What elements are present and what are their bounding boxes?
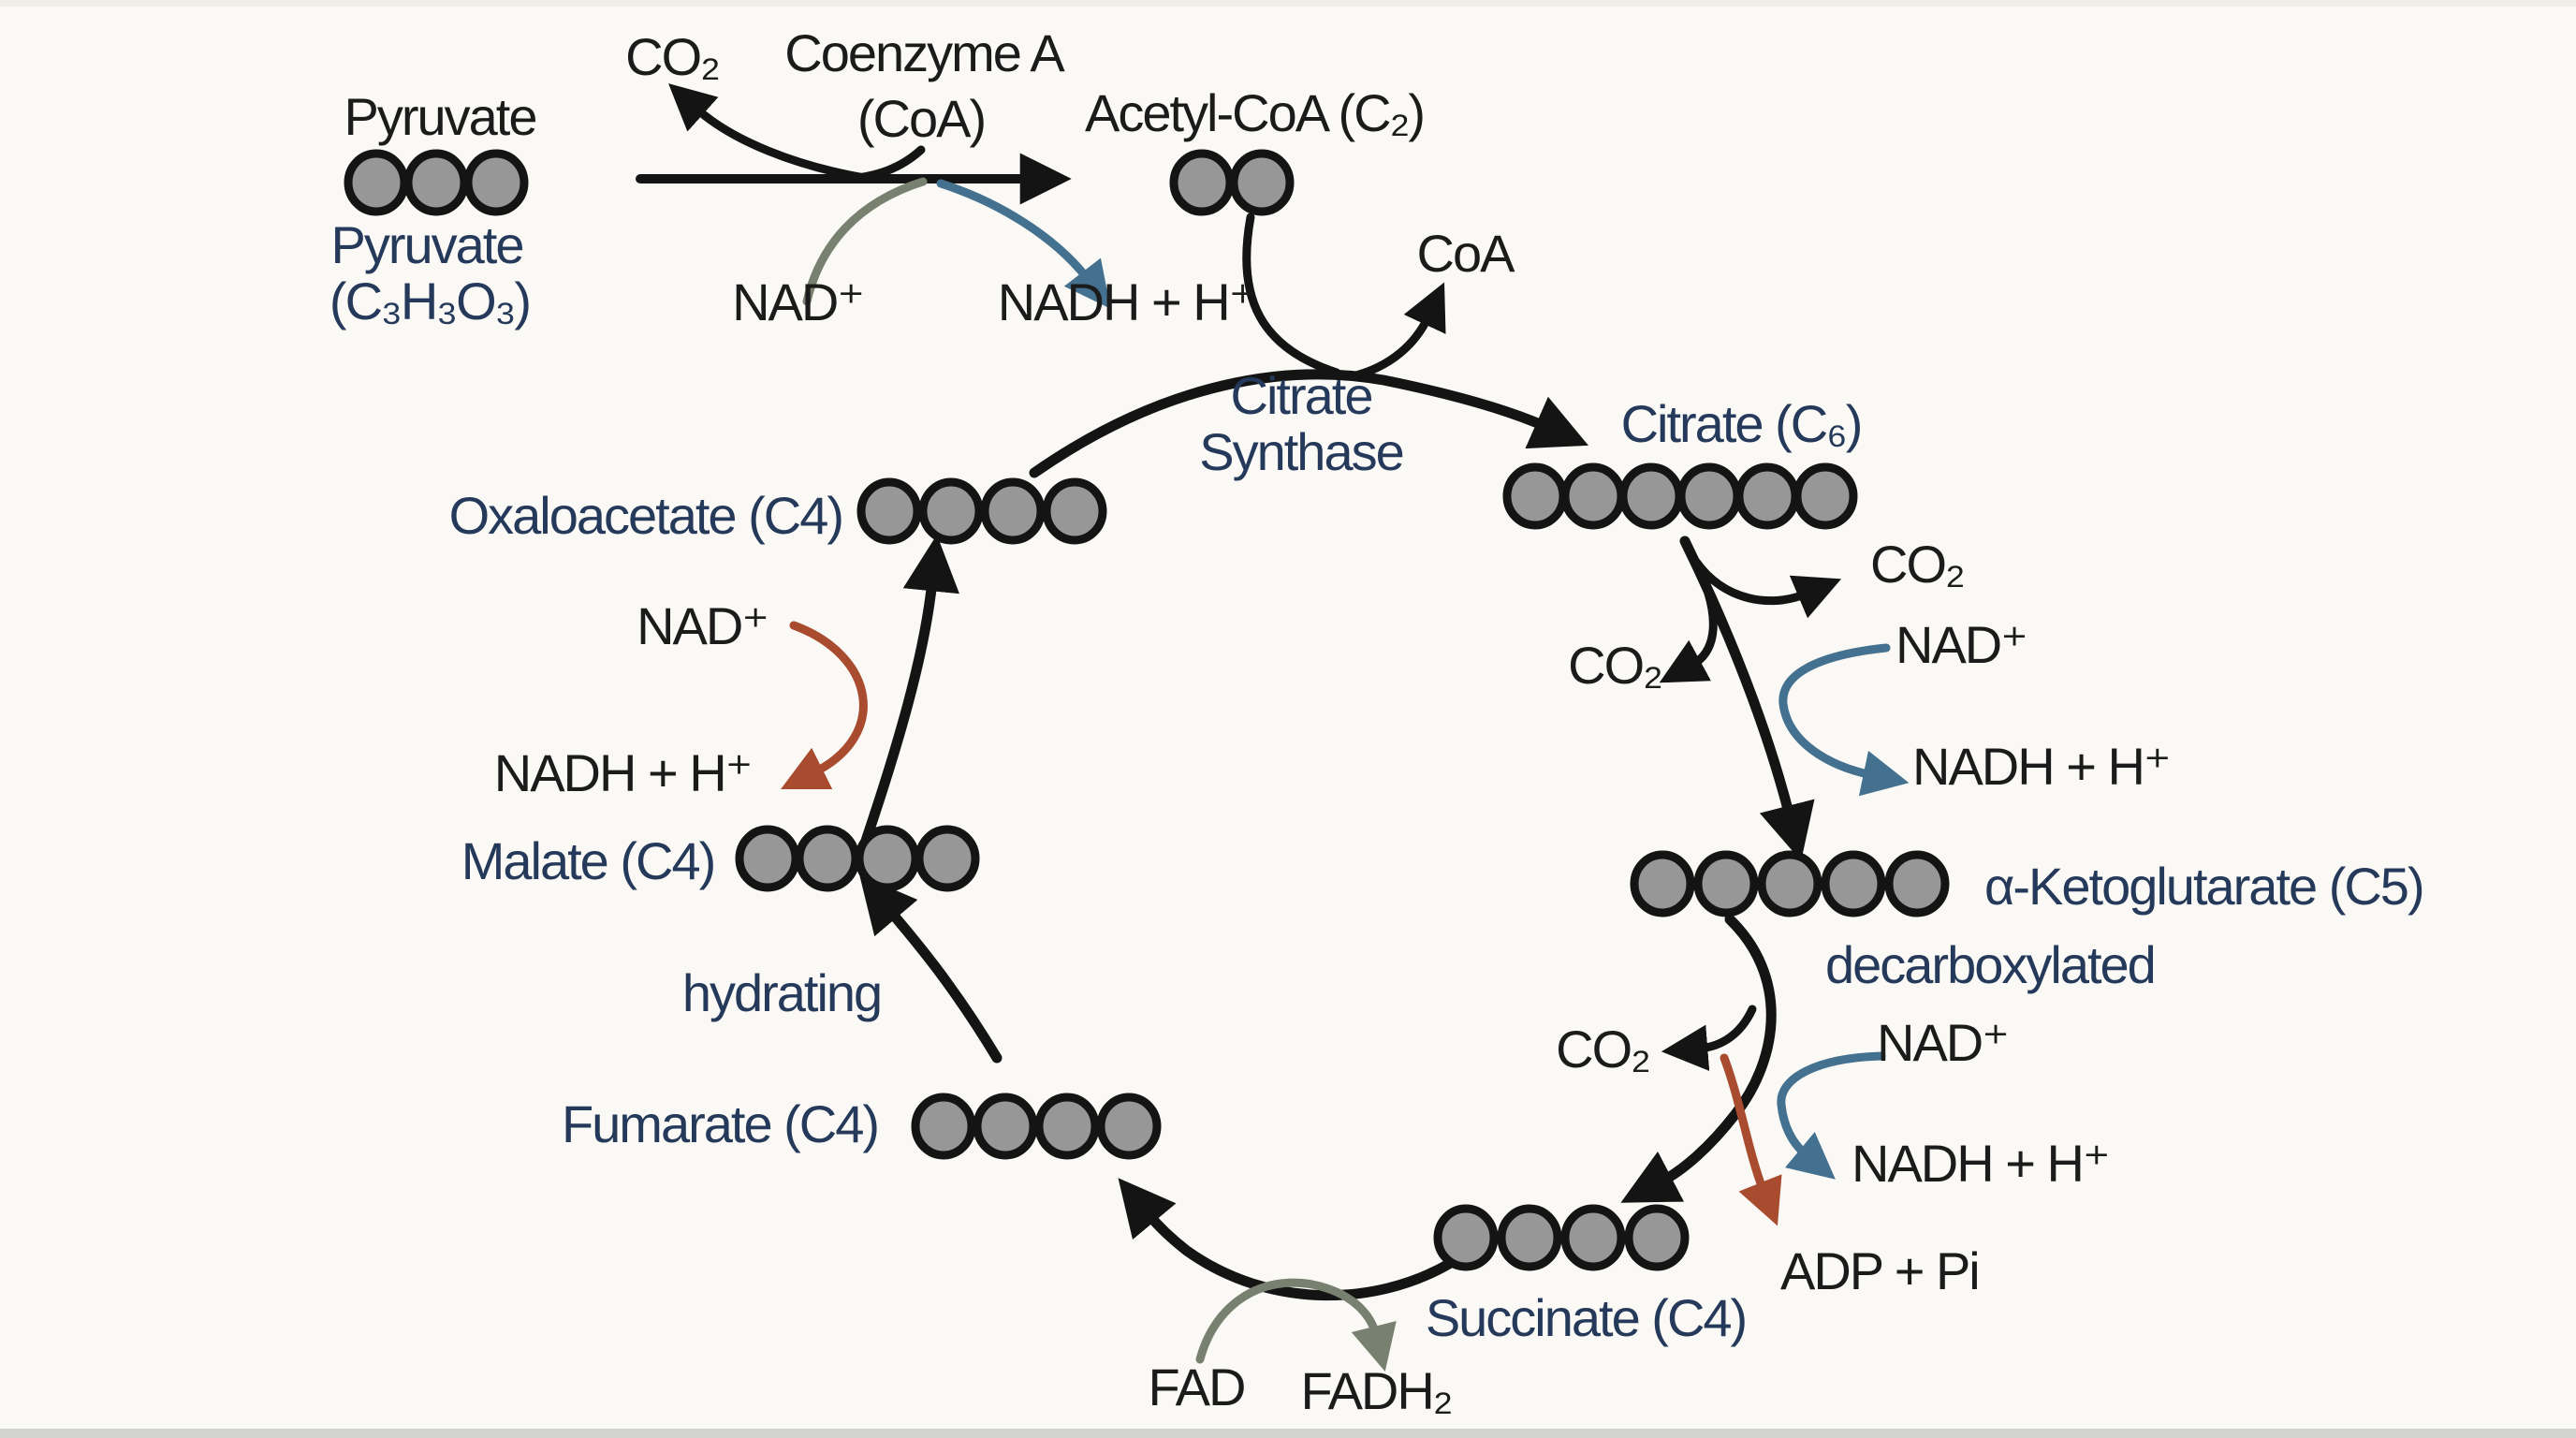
nadh-label-malate-step: NADH + H⁺ [494,743,752,802]
fumarate-carbons [911,1093,1162,1160]
arrow-adp-pi [1720,1053,1782,1226]
fumarate-label: Fumarate (C4) [562,1094,878,1153]
citrate-synthase-line1: Citrate [1231,366,1372,425]
adp-pi-label: ADP + Pi [1780,1241,1979,1300]
oxaloacetate-label: Oxaloacetate (C4) [449,486,842,545]
cycle-arrows [636,83,1842,1301]
arrow-nad-nadh-ketoglutarate-step [1777,1051,1886,1180]
arrow-ketoglutarate-to-succinate [1620,914,1777,1203]
pyruvate-name: Pyruvate [331,215,523,274]
arrow-fumarate-to-malate [859,874,1003,1064]
arrow-co2-right [1691,557,1842,619]
pyruvate-carbons [344,149,529,216]
co2-label-left: CO₂ [1568,636,1661,695]
succinate-label: Succinate (C4) [1426,1288,1746,1347]
arrow-co2-release-top [668,83,875,183]
nad-label-citrate-step: NAD⁺ [1895,615,2027,674]
arrow-malate-to-oxaloacetate [860,535,959,846]
top-edge-strip [0,0,2576,7]
ketoglutarate-label: α-Ketoglutarate (C5) [1984,857,2423,916]
bottom-edge-strip [0,1429,2576,1438]
hydrating-label: hydrating [682,963,881,1022]
coa-released-label: CoA [1417,224,1516,283]
nad-label-kg-step: NAD⁺ [1877,1013,2008,1072]
curve-nad-in-top [802,177,928,306]
nadh-label-kg-step: NADH + H⁺ [1852,1134,2109,1193]
citrate-carbons [1502,462,1858,530]
ketoglutarate-carbons [1630,850,1950,917]
citrate-label: Citrate (C₆) [1621,394,1862,453]
arrow-nad-nadh-malate-step [781,621,868,790]
curve-acetyl-in [1242,213,1341,377]
nad-label-top: NAD⁺ [732,272,863,331]
cofactor-arrows [781,177,1910,1372]
arrow-co2-left [1659,570,1718,683]
decarboxylated-label: decarboxylated [1825,935,2155,994]
acetyl-coa-carbons [1169,149,1295,216]
oxaloacetate-carbons [856,477,1107,545]
arrow-nadh-out-top [936,179,1111,309]
arrow-succinate-to-fumarate [1118,1178,1455,1301]
nad-label-malate-step: NAD⁺ [637,596,768,655]
malate-label: Malate (C4) [461,831,715,890]
succinate-carbons [1433,1204,1690,1271]
nadh-label-top: NADH + H⁺ [998,272,1255,331]
malate-carbons [735,825,980,892]
fad-label: FAD [1149,1357,1245,1416]
co2-label-right: CO₂ [1870,535,1964,594]
arrow-oxaloacetate-to-citrate [1029,369,1588,478]
citrate-synthase-line2: Synthase [1199,422,1403,481]
arrow-co2-third [1661,1005,1757,1071]
coenzyme-a-label-line1: Coenzyme A [784,23,1065,82]
arrow-fad-fadh2 [1195,1278,1397,1372]
pyruvate-title: Pyruvate [344,87,536,146]
co2-label-third: CO₂ [1556,1020,1649,1078]
coenzyme-a-label-line2: (CoA) [857,89,985,148]
nadh-label-citrate-step: NADH + H⁺ [1912,737,2170,796]
fadh2-label: FADH₂ [1300,1361,1451,1420]
curve-coenzymeA-in [842,145,926,183]
pyruvate-formula: (C₃H₃O₃) [329,271,530,330]
arrow-coa-release [1348,282,1446,381]
acetyl-coa-label: Acetyl-CoA (C₂) [1085,83,1424,142]
co2-label-top: CO₂ [625,27,719,86]
arrow-nad-nadh-citrate-step [1778,643,1910,797]
